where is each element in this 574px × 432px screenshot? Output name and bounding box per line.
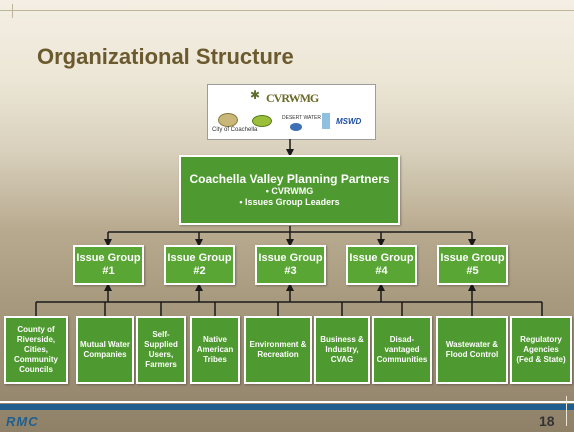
stakeholder-box-mutual-water: Mutual Water Companies [76, 316, 134, 384]
desert-water-logo: DESERT WATER [282, 115, 321, 121]
rmc-logo: RMC [6, 414, 39, 429]
footer-rule-light [0, 401, 574, 403]
issue-group-label: Issue Group [349, 252, 414, 264]
stakeholder-box-business: Business & Industry, CVAG [314, 316, 370, 384]
water-district-logo-icon [252, 115, 272, 127]
issue-group-label: Issue Group [76, 252, 141, 264]
planning-partners-box: Coachella Valley Planning Partners • CVR… [179, 155, 400, 225]
planning-partners-title: Coachella Valley Planning Partners [189, 172, 390, 186]
issue-group-1-box: Issue Group #1 [73, 245, 144, 285]
issue-group-number: #1 [102, 265, 115, 277]
issue-group-5-box: Issue Group #5 [437, 245, 508, 285]
city-seal-icon [218, 113, 238, 127]
stakeholder-box-environment: Environment & Recreation [244, 316, 312, 384]
stakeholder-box-wastewater: Wastewater & Flood Control [436, 316, 508, 384]
issue-group-2-box: Issue Group #2 [164, 245, 235, 285]
stakeholder-box-county: County of Riverside, Cities, Community C… [4, 316, 68, 384]
top-tick-mark [12, 4, 13, 18]
agency-logo-icon [322, 113, 330, 129]
city-logo-text: City of Coachella [212, 127, 258, 133]
partner-logos-panel: ✱ CVRWMG City of Coachella DESERT WATER … [207, 84, 376, 140]
issue-group-4-box: Issue Group #4 [346, 245, 417, 285]
stakeholder-box-self-supplied: Self-Supplied Users, Farmers [136, 316, 186, 384]
stakeholder-box-disadvantaged: Disad-vantaged Communities [372, 316, 432, 384]
stakeholder-box-tribes: Native American Tribes [190, 316, 240, 384]
issue-group-number: #3 [284, 265, 297, 277]
corner-mark [566, 396, 567, 426]
issue-group-label: Issue Group [167, 252, 232, 264]
stakeholder-box-regulatory: Regulatory Agencies (Fed & State) [510, 316, 572, 384]
issue-group-number: #4 [375, 265, 388, 277]
issue-group-label: Issue Group [440, 252, 505, 264]
partners-item: • Issues Group Leaders [239, 197, 340, 207]
mswd-logo: MSWD [336, 117, 362, 126]
water-drop-icon [290, 123, 302, 131]
issue-group-number: #5 [466, 265, 479, 277]
issue-group-3-box: Issue Group #3 [255, 245, 326, 285]
palm-tree-icon: ✱ [250, 88, 261, 102]
top-rule [0, 10, 574, 11]
slide-title: Organizational Structure [37, 44, 294, 69]
cvrwmg-logo: CVRWMG [266, 91, 319, 105]
partners-item: • CVRWMG [265, 186, 314, 196]
issue-group-label: Issue Group [258, 252, 323, 264]
page-number: 18 [539, 413, 555, 429]
footer-bar [0, 404, 574, 410]
issue-group-number: #2 [193, 265, 206, 277]
